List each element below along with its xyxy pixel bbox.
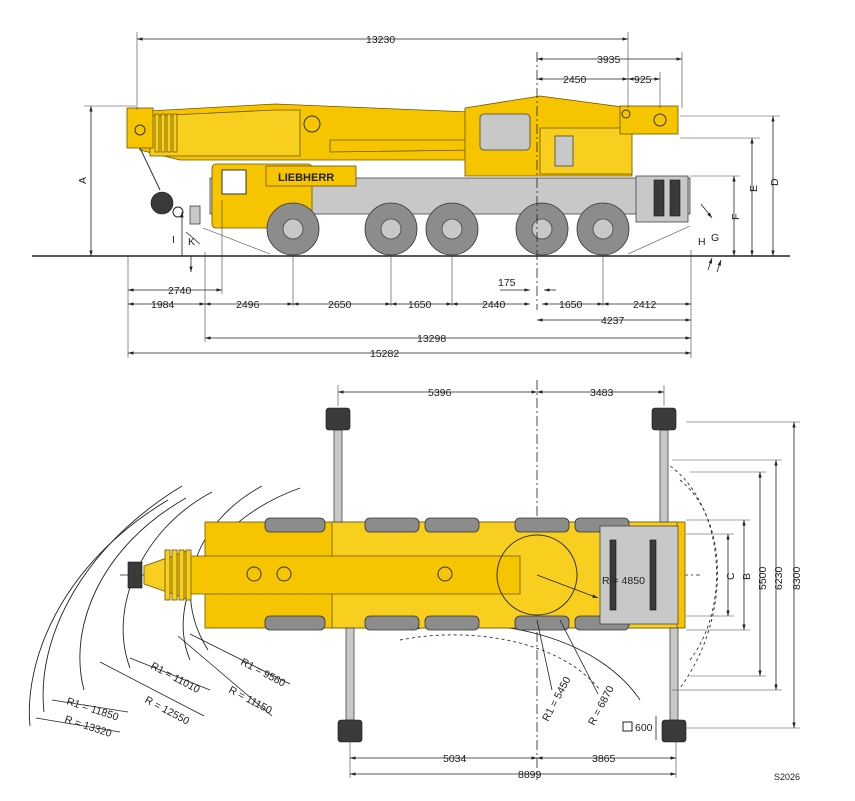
dim-1650-rear: 1650 — [559, 299, 583, 311]
dim-175: 175 — [498, 277, 516, 289]
side-top-dimensions: 13230 3935 2450 925 — [136, 32, 683, 110]
outrigger-front-lower — [337, 627, 363, 743]
dim-13298: 13298 — [417, 333, 446, 345]
dim-5034: 5034 — [443, 753, 467, 765]
top-view: R = 4850 5396 3483 — [28, 380, 803, 781]
hook-block — [139, 147, 201, 225]
boom-telescope-top — [127, 549, 192, 601]
dim-15282: 15282 — [370, 348, 399, 360]
boom-pulley — [303, 115, 321, 133]
dim-5500: 5500 — [757, 566, 769, 590]
boom-section — [149, 109, 301, 157]
winch — [554, 135, 574, 167]
wheel — [425, 202, 479, 256]
clearance-H-label: H — [698, 236, 706, 248]
top-right-dimensions: 8300 6230 5500 B C — [672, 421, 803, 729]
dim-2412: 2412 — [633, 299, 657, 311]
wheel — [364, 202, 418, 256]
rear-frame — [619, 105, 679, 135]
dim-8899: 8899 — [518, 769, 542, 781]
outrigger-front-upper — [325, 407, 351, 523]
height-D-label: D — [769, 178, 781, 186]
pad-size-600: 600 — [635, 722, 653, 734]
dim-C-label: C — [725, 572, 737, 580]
slewing-ring — [496, 534, 578, 616]
dim-4237: 4237 — [601, 315, 625, 327]
dim-8300: 8300 — [791, 566, 803, 590]
dim-1984: 1984 — [151, 299, 175, 311]
top-bottom-dimensions: 5034 3865 8899 — [349, 742, 677, 781]
side-bottom-dimensions: 2740 1984 2496 2650 1650 2440 175 1650 2… — [127, 200, 692, 360]
side-view: LIEBHERR 13230 3935 2450 925 — [32, 32, 790, 360]
dim-13230: 13230 — [366, 34, 395, 46]
dim-B-label: B — [741, 573, 753, 580]
brand-panel — [265, 165, 357, 187]
dim-2740: 2740 — [168, 285, 192, 297]
radius-4850: R = 4850 — [602, 575, 645, 587]
operator-cab — [479, 113, 531, 151]
dim-3483: 3483 — [590, 387, 614, 399]
angle-G-label: G — [711, 232, 719, 244]
brand-label: LIEBHERR — [278, 172, 334, 184]
dim-1650-front: 1650 — [408, 299, 432, 311]
dim-5396: 5396 — [428, 387, 452, 399]
luffing-cylinder — [329, 139, 476, 153]
top-top-dimensions: 5396 3483 — [337, 385, 665, 406]
r-6870: R = 6870 — [586, 684, 617, 728]
angle-K-label: K — [188, 236, 195, 248]
dim-3865: 3865 — [592, 753, 616, 765]
dim-2496: 2496 — [236, 299, 260, 311]
wheel — [266, 202, 320, 256]
dim-925: 925 — [634, 74, 652, 86]
height-F-label: F — [730, 214, 742, 220]
pad-square-icon — [622, 721, 633, 732]
dim-6230: 6230 — [773, 566, 785, 590]
tyres-top — [264, 517, 630, 631]
r1-9560: R1 = 9560 — [239, 656, 288, 690]
dim-2450: 2450 — [563, 74, 587, 86]
height-E-label: E — [748, 185, 760, 192]
r-12550: R = 12550 — [143, 694, 192, 728]
wheel — [576, 202, 630, 256]
wheel — [515, 202, 569, 256]
counterweight — [539, 127, 633, 175]
outrigger-rear-upper — [651, 407, 677, 523]
side-height-dimensions: A D E F I K H G — [77, 105, 781, 273]
r1-11010: R1 = 11010 — [149, 660, 202, 696]
height-A-label: A — [77, 177, 89, 184]
r1-5450: R1 = 5450 — [540, 675, 574, 724]
dim-3935: 3935 — [597, 54, 621, 66]
cab-window — [221, 169, 247, 195]
clearance-I-label: I — [172, 234, 175, 246]
dim-2440: 2440 — [482, 299, 506, 311]
dim-2650: 2650 — [328, 299, 352, 311]
outrigger-rear-lower — [661, 627, 687, 743]
figure-code: S2026 — [774, 772, 800, 782]
boom-top — [184, 555, 521, 595]
boom-head — [126, 107, 178, 153]
